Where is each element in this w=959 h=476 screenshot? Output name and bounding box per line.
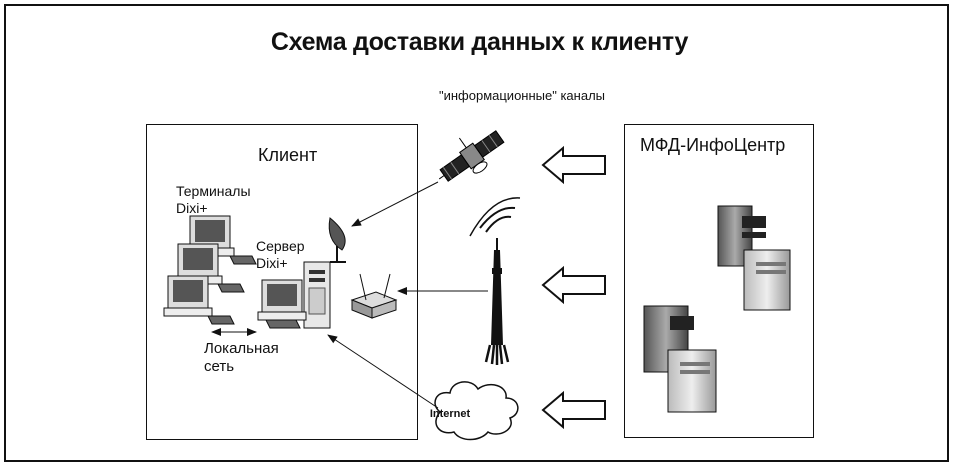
block-arrow-left-icon — [541, 390, 606, 430]
modem-icon — [350, 273, 398, 319]
block-arrow-left-icon — [541, 145, 606, 185]
satellite-dish-icon — [328, 217, 346, 263]
internet-label: Internet — [429, 408, 471, 420]
channels-label: "информационные" каналы — [438, 88, 606, 103]
internet-link-arrow — [327, 334, 439, 409]
server-label: Сервер Dixi+ — [256, 238, 305, 271]
diagram-title: Схема доставки данных к клиенту — [270, 28, 689, 56]
provider-box — [624, 124, 814, 438]
provider-title: МФД-ИнфоЦентр — [640, 135, 786, 155]
server-rack-icon — [743, 249, 791, 311]
satellite-icon — [438, 130, 505, 182]
internet-cloud-icon — [434, 381, 519, 441]
client-box — [146, 124, 418, 440]
server-rack-icon — [667, 349, 717, 413]
diagram-frame — [4, 4, 949, 462]
computer-icon — [163, 275, 235, 325]
server-tower-icon — [303, 261, 331, 329]
block-arrow-left-icon — [541, 265, 606, 305]
terminals-label: Терминалы Dixi+ — [176, 183, 251, 216]
lan-label: Локальная сеть — [204, 340, 279, 375]
computer-icon — [257, 279, 307, 329]
client-title: Клиент — [258, 145, 318, 165]
satellite-link-arrow — [351, 181, 439, 227]
radio-tower-icon — [469, 197, 521, 365]
